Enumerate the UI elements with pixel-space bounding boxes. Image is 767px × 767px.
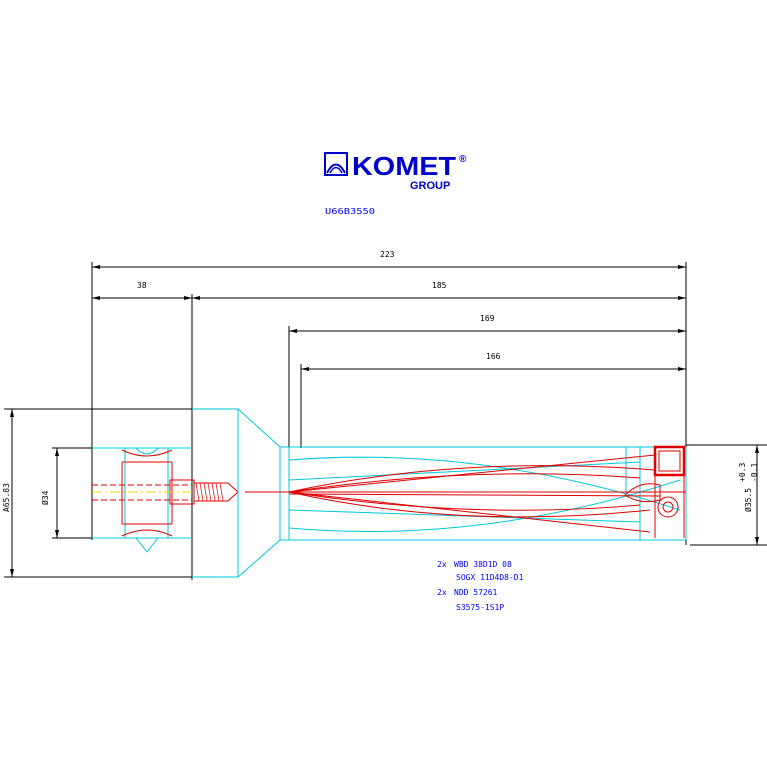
komet-logo: KOMET ® GROUP	[324, 151, 467, 192]
logo-brand: KOMET	[352, 151, 456, 181]
dim-tolerance-lower: -0.1	[750, 463, 759, 482]
insert-3-qty: 2x	[437, 588, 447, 597]
insert-notes: 2x WBD 38D1D 08 SOGX 11D4D8-D1 2x NDD 57…	[437, 560, 524, 612]
part-number: U66B3550	[325, 207, 375, 216]
coolant-channels	[245, 454, 686, 533]
insert-2-code: SOGX 11D4D8-D1	[456, 573, 524, 582]
dim-tolerance-upper: +0.3	[738, 463, 747, 482]
dim-shank-length: 38	[137, 281, 147, 290]
insert-3-code: NDD 57261	[454, 588, 498, 597]
dim-length-166: 166	[486, 352, 501, 361]
insert-4-code: S3575-1S1P	[456, 603, 504, 612]
dim-shank-diameter: Ø34	[40, 490, 50, 505]
dim-drill-diameter: Ø35.5	[743, 488, 753, 512]
shank-details	[92, 449, 192, 537]
komet-logo-icon	[324, 152, 348, 176]
dimension-lines	[4, 262, 767, 580]
logo-group: GROUP	[410, 180, 450, 192]
insert-1-qty: 2x	[437, 560, 447, 569]
coolant-screw	[169, 479, 239, 505]
dim-flange-diameter: A65.83	[2, 483, 11, 512]
dim-overall-length: 223	[380, 250, 395, 259]
dim-length-169: 169	[480, 314, 495, 323]
shank-inner	[92, 447, 192, 553]
insert-1-code: WBD 38D1D 08	[454, 560, 512, 569]
drill-body	[192, 408, 687, 578]
logo-registered-mark: ®	[459, 154, 467, 165]
dim-body-length: 185	[432, 281, 447, 290]
cutting-head	[624, 445, 686, 538]
shank-outline	[11, 408, 193, 578]
